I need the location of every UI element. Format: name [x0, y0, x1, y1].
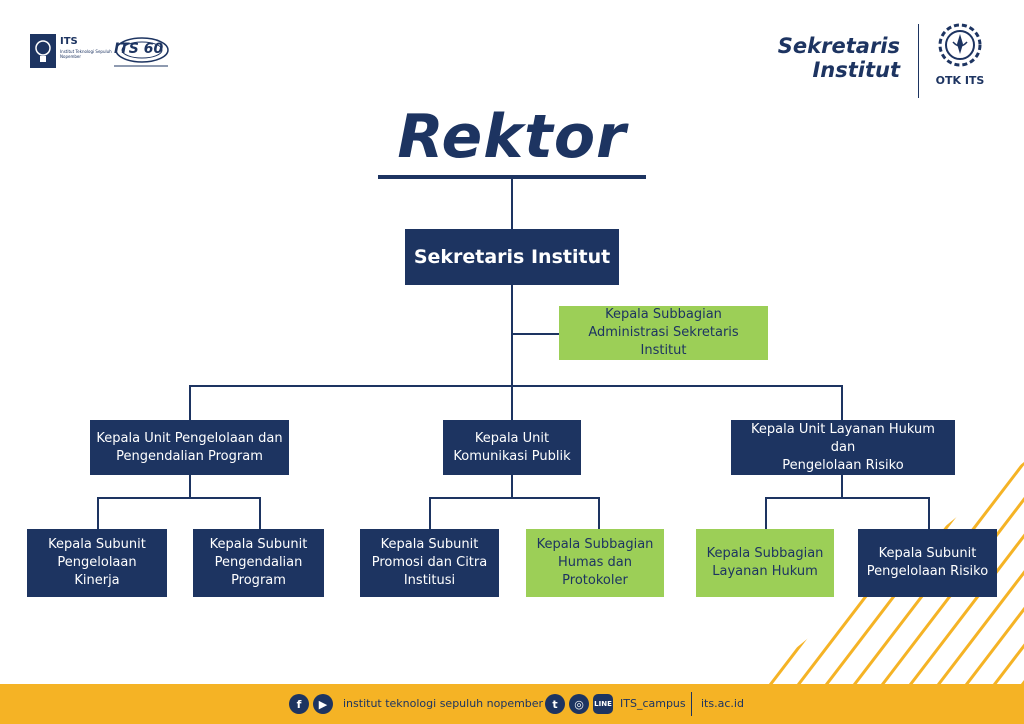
- connector-line: [598, 497, 600, 530]
- anniversary-60-icon: [114, 37, 169, 67]
- footer: [0, 684, 1024, 724]
- connector-line: [189, 385, 843, 387]
- connector-line: [189, 385, 191, 421]
- connector-line: [928, 497, 930, 530]
- node-sub-kinerja: Kepala Subunit Pengelolaan Kinerja: [27, 529, 167, 597]
- node-sekretaris-institut: Sekretaris Institut: [405, 229, 619, 285]
- line-icon[interactable]: LINE: [593, 694, 613, 714]
- instagram-icon[interactable]: ◎: [569, 694, 589, 714]
- twitter-icon[interactable]: t: [545, 694, 565, 714]
- node-unit-komunikasi: Kepala Unit Komunikasi Publik: [443, 420, 581, 475]
- its-gear-emblem-icon: [938, 23, 982, 67]
- connector-line: [97, 497, 261, 499]
- footer-handle[interactable]: ITS_campus: [620, 697, 686, 710]
- footer-website[interactable]: its.ac.id: [701, 697, 744, 710]
- its-anniversary-logo: ITS 60: [106, 30, 170, 72]
- connector-line: [511, 179, 513, 229]
- its-emblem-icon: [30, 34, 56, 68]
- node-unit-hukum: Kepala Unit Layanan Hukum dan Pengelolaa…: [731, 420, 955, 475]
- unit-title-line1: Sekretaris: [777, 34, 900, 58]
- title-underline: [378, 175, 646, 179]
- connector-line: [765, 497, 930, 499]
- node-unit-program: Kepala Unit Pengelolaan dan Pengendalian…: [90, 420, 289, 475]
- facebook-icon[interactable]: f: [289, 694, 309, 714]
- header-divider: [918, 24, 919, 98]
- anniversary-logo-text: ITS 60: [114, 41, 164, 57]
- otk-label: OTK ITS: [935, 74, 985, 87]
- connector-line: [429, 497, 431, 530]
- connector-line: [511, 474, 513, 498]
- connector-line: [429, 497, 600, 499]
- page-title: Rektor: [397, 102, 627, 172]
- node-sub-promosi: Kepala Subunit Promosi dan Citra Institu…: [360, 529, 499, 597]
- connector-line: [511, 333, 560, 335]
- node-sub-pengendalian: Kepala Subunit Pengendalian Program: [193, 529, 324, 597]
- connector-line: [189, 474, 191, 498]
- youtube-icon[interactable]: ▶: [313, 694, 333, 714]
- connector-line: [765, 497, 767, 530]
- node-sub-layanan-hukum: Kepala Subbagian Layanan Hukum: [696, 529, 834, 597]
- connector-line: [97, 497, 99, 530]
- connector-line: [511, 284, 513, 421]
- unit-title-line2: Institut: [812, 58, 900, 82]
- connector-line: [841, 385, 843, 421]
- footer-divider: [691, 692, 692, 716]
- footer-institution: institut teknologi sepuluh nopember: [343, 697, 544, 710]
- its-logo: ITS Institut Teknologi Sepuluh Nopember: [30, 32, 112, 70]
- connector-line: [259, 497, 261, 530]
- its-logo-subtitle: Institut Teknologi Sepuluh Nopember: [60, 49, 112, 59]
- unit-title: Sekretaris Institut: [740, 34, 900, 82]
- connector-line: [841, 474, 843, 498]
- its-logo-text: ITS: [60, 36, 78, 47]
- node-sub-humas: Kepala Subbagian Humas dan Protokoler: [526, 529, 664, 597]
- node-sub-risiko: Kepala Subunit Pengelolaan Risiko: [858, 529, 997, 597]
- node-admin-subbagian: Kepala Subbagian Administrasi Sekretaris…: [559, 306, 768, 360]
